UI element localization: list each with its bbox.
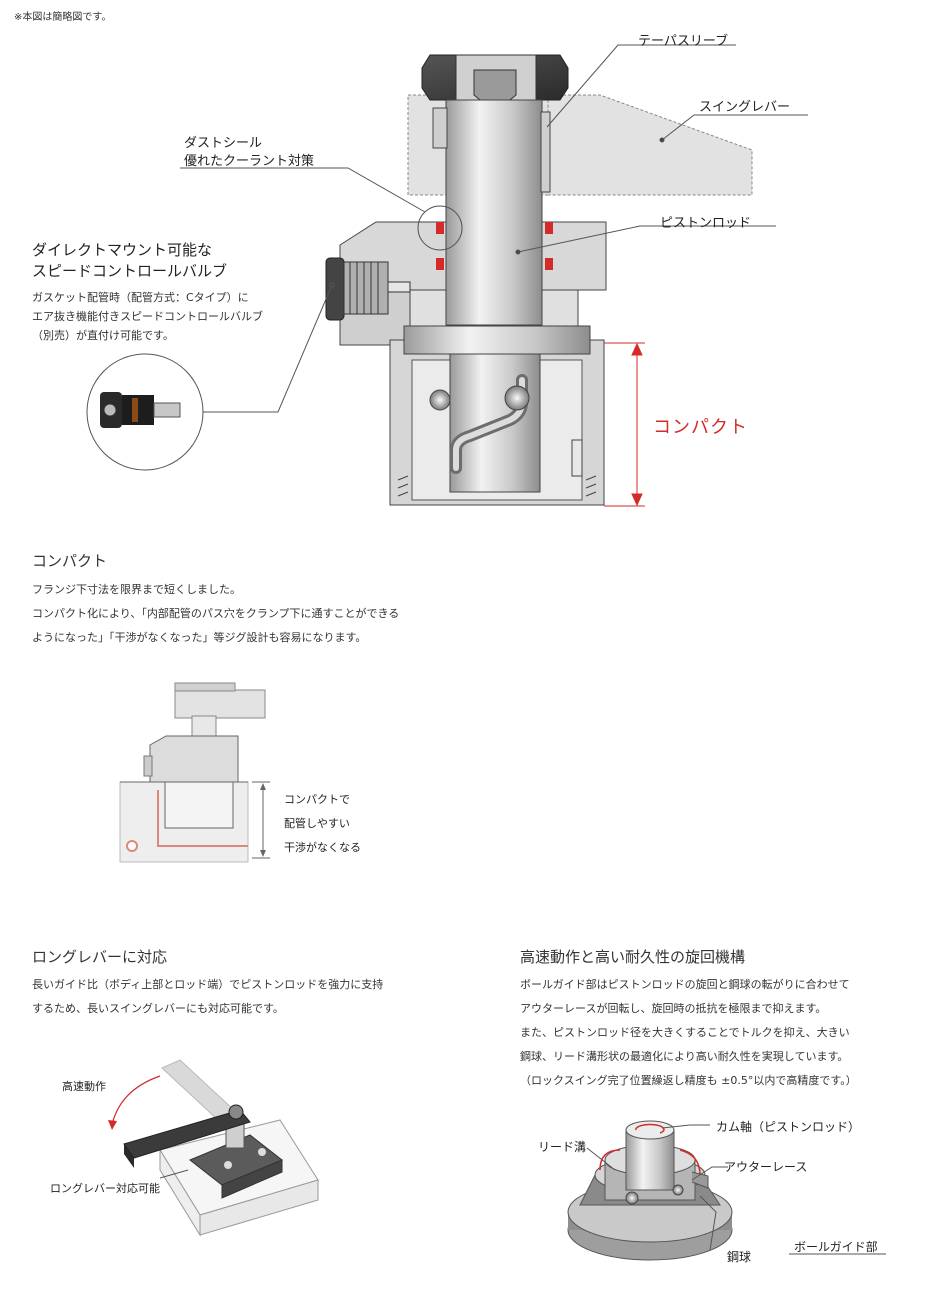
long-lever-diagram [108,1059,319,1237]
compact-dimension [604,342,645,507]
diagram-note: ※本図は簡略図です。 [14,12,112,23]
compact-section-title: コンパクト [32,552,108,570]
long-lever-body-line1: 長いガイド比（ボディ上部とロッド端）でピストンロッドを強力に支持 [32,978,384,991]
rotation-body-line4: 鋼球、リード溝形状の最適化により高い耐久性を実現しています。 [520,1050,849,1063]
long-lever-title: ロングレバーに対応 [32,948,168,966]
label-lead-groove: リード溝 [538,1140,587,1154]
label-dust-seal-sub: 優れたクーラント対策 [184,154,315,169]
rotation-body-line2: アウターレースが回転し、旋回時の抵抗を極限まで抑えます。 [520,1002,827,1015]
label-taper-sleeve: テーパスリーブ [638,34,729,49]
rotation-body-line3: また、ピストンロッド径を大きくすることでトルクを抑え、大きい [520,1026,850,1039]
leader-lines [180,44,808,413]
direct-mount-desc-line2: エア抜き機能付きスピードコントロールバルブ [32,310,263,323]
compact-body-line2: コンパクト化により、「内部配管のパス穴をクランプ下に通すことができる [32,607,400,620]
rotation-body-line1: ボールガイド部はピストンロッドの旋回と鋼球の転がりに合わせて [520,978,850,991]
label-piston-rod: ピストンロッド [660,216,752,231]
direct-mount-desc-line1: ガスケット配管時（配管方式：Cタイプ）に [32,291,249,304]
compact-body-line1: フランジ下寸法を限界まで短くしました。 [32,583,241,596]
dust-seal-callout-circle [417,205,463,251]
compact-diagram-label2: 配管しやすい [284,817,350,830]
rotation-body-line5: （ロックスイング完了位置繰返し精度も ±0.5°以内で高精度です。） [520,1074,857,1087]
direct-mount-title-line1: ダイレクトマウント可能な [32,241,213,259]
compact-piping-diagram [119,682,270,863]
label-compact-red: コンパクト [653,417,748,438]
direct-mount-title-line2: スピードコントロールバルブ [32,262,228,280]
label-cam-shaft: カム軸（ピストンロッド） [716,1120,861,1134]
piston-rod [429,99,551,493]
label-long-lever: ロングレバー対応可能 [50,1182,160,1195]
label-swing-lever: スイングレバー [699,100,791,115]
rotation-title: 高速動作と高い耐久性の旋回機構 [520,948,746,966]
valve-photo [86,353,204,471]
label-steel-ball: 鋼球 [727,1250,752,1264]
long-lever-body-line2: するため、長いスイングレバーにも対応可能です。 [32,1002,284,1015]
compact-diagram-label1: コンパクトで [284,793,350,806]
label-ball-guide: ボールガイド部 [794,1240,878,1254]
compact-diagram-label3: 干渉がなくなる [284,841,361,854]
label-outer-race: アウターレース [724,1160,808,1174]
speed-control-valve [325,257,411,321]
label-high-speed: 高速動作 [62,1080,106,1093]
label-dust-seal: ダストシール [184,136,263,151]
top-nut [421,54,569,113]
compact-body-line3: ようになった」「干渉がなくなった」等ジグ設計も容易になります。 [32,631,367,644]
rotation-mechanism-diagram [567,1120,886,1261]
direct-mount-desc-line3: （別売）が直付け可能です。 [32,329,174,342]
